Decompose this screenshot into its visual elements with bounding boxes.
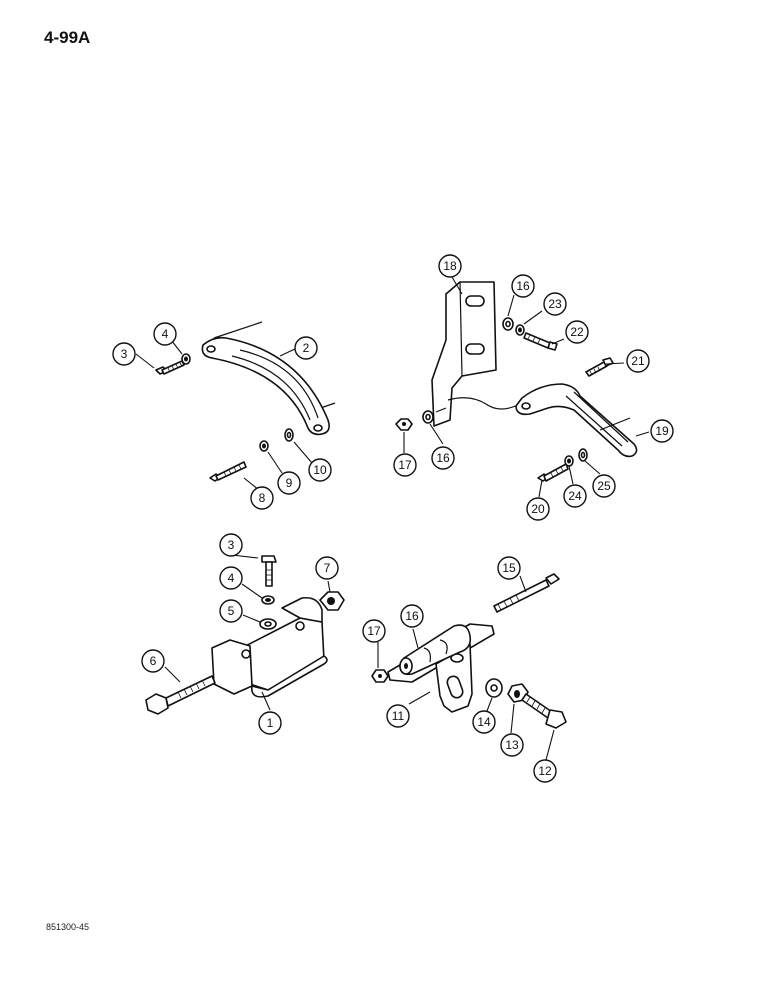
callout-16-lower: 16	[400, 604, 424, 628]
callout-4-lower: 4	[219, 566, 243, 590]
svg-text:5: 5	[228, 604, 235, 618]
callout-1: 1	[258, 711, 282, 735]
callout-5: 5	[219, 599, 243, 623]
svg-text:2: 2	[303, 341, 310, 355]
bolt-15	[493, 573, 560, 613]
bolt-22	[523, 332, 558, 351]
svg-text:20: 20	[531, 502, 545, 516]
callout-21: 21	[626, 349, 650, 373]
callout-25: 25	[592, 474, 616, 498]
lockwasher-4-lower	[261, 595, 275, 605]
svg-text:16: 16	[516, 279, 530, 293]
bolt-21	[585, 357, 614, 377]
callout-16-upper-right: 16	[511, 274, 535, 298]
leader-lines	[135, 276, 650, 761]
bolt-6	[145, 675, 216, 715]
connecting-rod-line	[447, 397, 521, 410]
nut-7	[319, 591, 345, 611]
callout-3-upper: 3	[112, 342, 136, 366]
callout-19: 19	[650, 419, 674, 443]
adjusting-arm-19	[515, 383, 638, 458]
svg-text:23: 23	[548, 297, 562, 311]
lockwasher-4-upper	[181, 353, 191, 365]
flat-washer-25	[578, 448, 588, 462]
svg-text:17: 17	[398, 458, 412, 472]
callout-6: 6	[141, 649, 165, 673]
callout-8: 8	[250, 486, 274, 510]
nut-17-lower	[371, 669, 389, 683]
bolt-3-lower	[261, 555, 277, 587]
washer-14	[485, 678, 503, 698]
callout-20: 20	[526, 497, 550, 521]
callout-11: 11	[386, 704, 410, 728]
svg-text:16: 16	[436, 451, 450, 465]
svg-text:4: 4	[162, 327, 169, 341]
u-bracket-1	[211, 596, 328, 698]
bushing-16-lower	[399, 624, 472, 676]
lockwasher-9	[259, 440, 269, 452]
svg-text:3: 3	[228, 538, 235, 552]
callout-2: 2	[294, 336, 318, 360]
callout-22: 22	[565, 320, 589, 344]
svg-text:10: 10	[313, 463, 327, 477]
flat-washer-10	[284, 428, 294, 442]
hidden-line	[599, 417, 631, 431]
svg-text:3: 3	[121, 347, 128, 361]
callout-3-lower: 3	[219, 533, 243, 557]
svg-text:19: 19	[655, 424, 669, 438]
callout-18: 18	[438, 254, 462, 278]
page-number: 4-99A	[44, 28, 91, 47]
svg-text:11: 11	[392, 709, 405, 723]
svg-text:4: 4	[228, 571, 235, 585]
callout-17-lower: 17	[362, 619, 386, 643]
callout-15: 15	[497, 556, 521, 580]
callout-24: 24	[563, 484, 587, 508]
svg-text:22: 22	[570, 325, 584, 339]
nut-17-upper	[395, 418, 413, 431]
svg-text:21: 21	[631, 354, 645, 368]
mounting-plate-18	[431, 281, 497, 427]
callout-23: 23	[543, 292, 567, 316]
svg-text:7: 7	[324, 561, 331, 575]
svg-text:1: 1	[267, 716, 274, 730]
svg-text:12: 12	[538, 764, 552, 778]
svg-text:17: 17	[367, 624, 381, 638]
svg-text:16: 16	[405, 609, 419, 623]
callout-17-upper: 17	[393, 453, 417, 477]
callout-16-upper-left: 16	[431, 446, 455, 470]
washer-16-upper-left	[422, 410, 434, 424]
figure-code: 851300-45	[46, 922, 90, 932]
callout-12: 12	[533, 759, 557, 783]
bolt-12	[521, 693, 567, 729]
svg-text:15: 15	[502, 561, 516, 575]
callout-10: 10	[308, 458, 332, 482]
svg-text:14: 14	[477, 715, 491, 729]
svg-text:13: 13	[505, 738, 519, 752]
svg-text:6: 6	[150, 654, 157, 668]
svg-text:24: 24	[568, 489, 582, 503]
washer-16-upper-right	[502, 317, 514, 331]
lockwasher-23	[515, 324, 525, 336]
lockwasher-24	[564, 455, 574, 467]
bolt-3-upper	[155, 360, 185, 375]
callout-13: 13	[500, 733, 524, 757]
callout-9: 9	[277, 471, 301, 495]
bolt-8	[209, 461, 247, 482]
callout-14: 14	[472, 710, 496, 734]
callout-7: 7	[315, 556, 339, 580]
svg-text:8: 8	[259, 491, 266, 505]
svg-text:9: 9	[286, 476, 293, 490]
svg-text:18: 18	[443, 259, 457, 273]
curved-slotted-bracket	[201, 321, 336, 436]
svg-text:25: 25	[597, 479, 611, 493]
bolt-20	[537, 463, 569, 482]
flat-washer-5	[259, 618, 277, 630]
callout-4-upper: 4	[153, 322, 177, 346]
